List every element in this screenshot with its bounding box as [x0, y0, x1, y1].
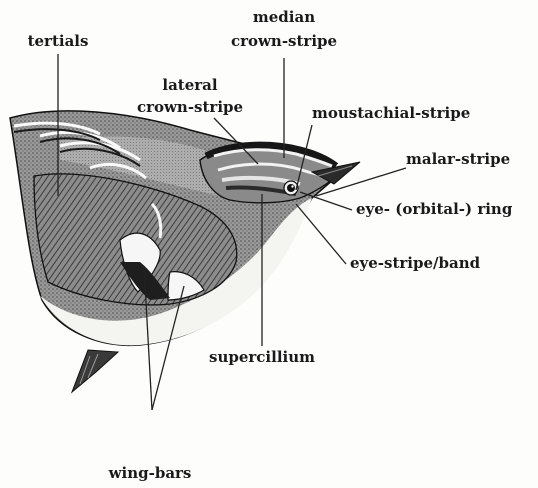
label-tertials: tertials: [28, 32, 89, 50]
label-eye-ring: eye- (orbital-) ring: [356, 200, 513, 218]
label-moustachial-stripe: moustachial-stripe: [312, 104, 470, 122]
label-malar-stripe: malar-stripe: [406, 150, 510, 168]
label-median: median: [253, 8, 315, 26]
label-supercillium: supercillium: [209, 348, 315, 366]
label-eye-stripe: eye-stripe/band: [350, 254, 481, 272]
leader-eye-stripe: [296, 204, 346, 264]
tail: [72, 350, 118, 392]
label-wing-bars: wing-bars: [108, 464, 192, 482]
label-median-crown-stripe: crown-stripe: [231, 32, 337, 50]
label-lateral-crown-stripe: crown-stripe: [137, 98, 243, 116]
label-lateral: lateral: [162, 76, 218, 94]
